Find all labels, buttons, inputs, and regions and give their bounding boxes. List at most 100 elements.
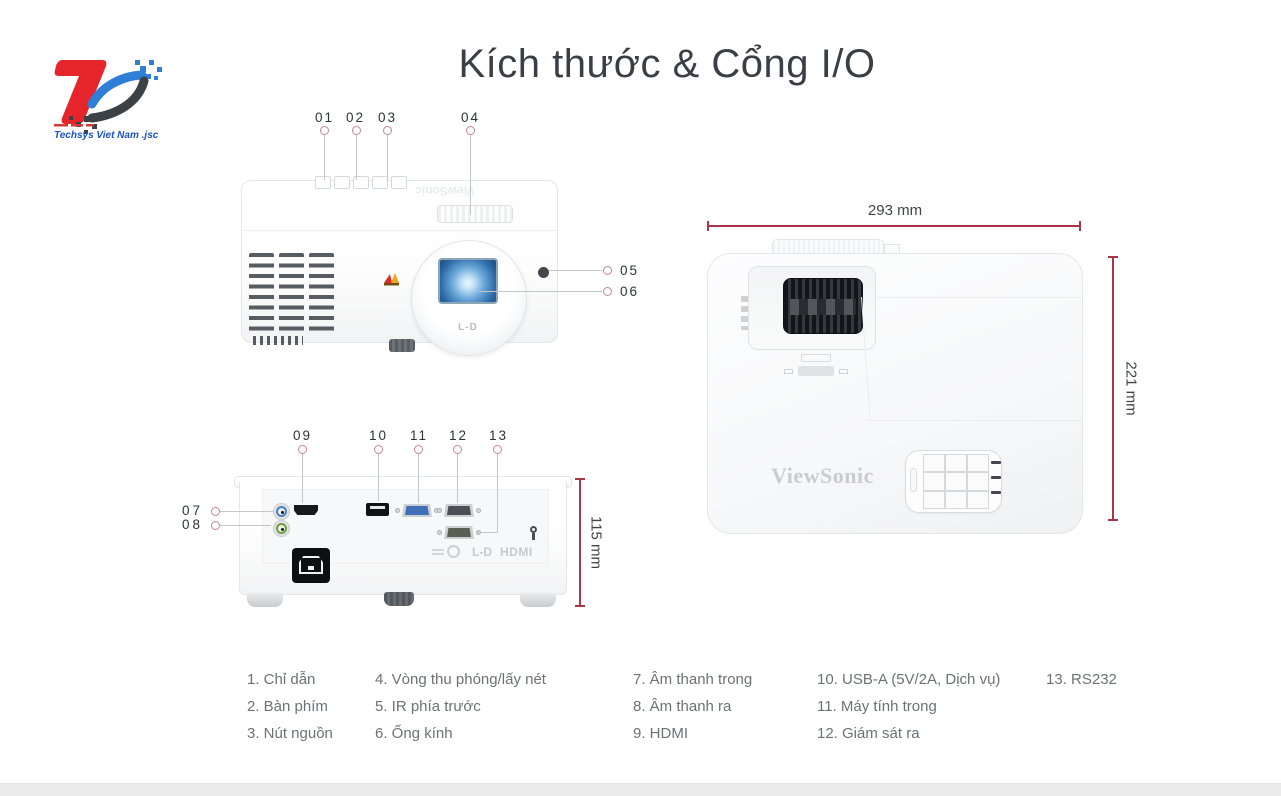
rear-foot-right [520,593,556,607]
callout-label-06: 06 [620,284,640,299]
cert-text-mark [432,549,444,551]
callout-circle-09 [298,445,307,454]
keypad-indicator-bar [991,461,1001,464]
keypad-button [945,472,967,491]
techsys-logo-mark: Techsys Viet Nam .jsc [54,60,162,141]
kensington-slot [532,533,535,540]
legend-item: 13. RS232 [1046,671,1117,688]
hdmi-port [294,505,318,515]
lens-glass [438,258,498,304]
adjustable-foot [389,339,415,352]
power-inlet-socket [299,556,323,574]
rear-height-dimension-label: 115 mm [587,515,605,570]
zoom-label-plate [798,366,834,376]
keypad-button [372,176,388,189]
legend-item: 1. Chỉ dẫn [247,671,316,688]
monitor-out-core [447,506,471,515]
keypad-button [945,490,967,509]
techsys-logo: Techsys Viet Nam .jsc [40,48,176,144]
legend-column-2: 4. Vòng thu phóng/lấy nét 5. IR phía trư… [375,672,546,741]
callout-line-07 [220,511,273,512]
audio-out-jack [273,520,290,537]
callout-circle-06 [603,287,612,296]
callout-line-10 [378,454,379,501]
ir-sensor-dot [538,267,549,278]
audio-in-hole [281,511,284,514]
logo-small-red-text [54,124,94,127]
side-marking [741,296,748,330]
callout-circle-03 [383,126,392,135]
rear-foot-left [247,593,283,607]
monitor-out-port [437,504,481,517]
callout-circle-08 [211,521,220,530]
screw [395,508,400,513]
callout-circle-11 [414,445,423,454]
callout-line-09 [302,454,303,503]
callout-label-13: 13 [489,428,509,443]
callout-line-03 [387,135,388,180]
power-inlet [292,548,330,583]
top-brand-wordmark: ViewSonic [771,463,874,488]
vga-core [405,506,429,515]
callout-line-13-h [477,532,498,533]
focus-tab-step [884,244,900,255]
legend-item: 5. IR phía trước [375,698,481,715]
callout-label-05: 05 [620,263,640,278]
vent-column [249,253,274,333]
callout-line-08 [220,525,271,526]
zoom-minus-mark [784,369,793,374]
callout-line-02 [356,135,357,180]
legend-item: 3. Nút nguồn [247,725,333,742]
zoom-ring [437,205,513,223]
front-top-brand: ViewSonic [415,184,475,198]
callout-label-02: 02 [346,110,366,125]
rear-height-dimension-line [575,478,585,607]
audio-in-jack [273,503,290,520]
page-title: Kích thước & Cổng I/O [458,42,876,86]
viewsonic-birds-icon [384,273,399,286]
legend-item: 10. USB-A (5V/2A, Dịch vụ) [817,671,1001,688]
usb-a-port [366,503,389,516]
keypad-button [315,176,331,189]
legend-item: 8. Âm thanh ra [633,698,732,715]
focus-ring-tab [772,239,884,255]
power-inlet-pin [308,566,314,570]
bottom-page-edge [0,783,1281,796]
keypad-button [334,176,350,189]
height-dimension-line [1108,256,1118,521]
callout-label-03: 03 [378,110,398,125]
legend-column-1: 1. Chỉ dẫn 2. Bàn phím 3. Nút nguồn [247,672,333,741]
callout-label-11: 11 [410,428,429,443]
screw [437,530,442,535]
focus-label-plate [801,354,831,362]
rs232-port [437,526,481,539]
logo-tagline: Techsys Viet Nam .jsc [54,130,159,141]
legend-item: 9. HDMI [633,725,689,742]
audio-out-hole [281,528,284,531]
legend-item: 6. Ống kính [375,725,453,742]
vent-column [279,253,304,333]
keypad-indicator-bar [991,476,1001,479]
keypad-button [353,176,369,189]
legend-item: 7. Âm thanh trong [633,671,753,688]
keypad-button [967,472,989,491]
rs232-core [447,528,471,537]
legend-column-5: 13. RS232 [1046,672,1117,687]
logo-blue-pixels [135,60,162,80]
keypad-side-pill [910,468,917,492]
callout-circle-05 [603,266,612,275]
callout-line-11 [418,454,419,503]
callout-circle-07 [211,507,220,516]
vent-column [309,253,334,333]
callout-line-05 [549,270,602,271]
zoom-ring-band [790,299,856,315]
keypad-button [923,490,945,509]
rear-foot-center [384,592,414,606]
screw [476,508,481,513]
callout-label-12: 12 [449,428,469,443]
keypad-indicator-bar [991,491,1001,494]
audio-in-ring [276,506,287,517]
callout-line-12 [457,454,458,503]
callout-label-08: 08 [182,517,204,532]
